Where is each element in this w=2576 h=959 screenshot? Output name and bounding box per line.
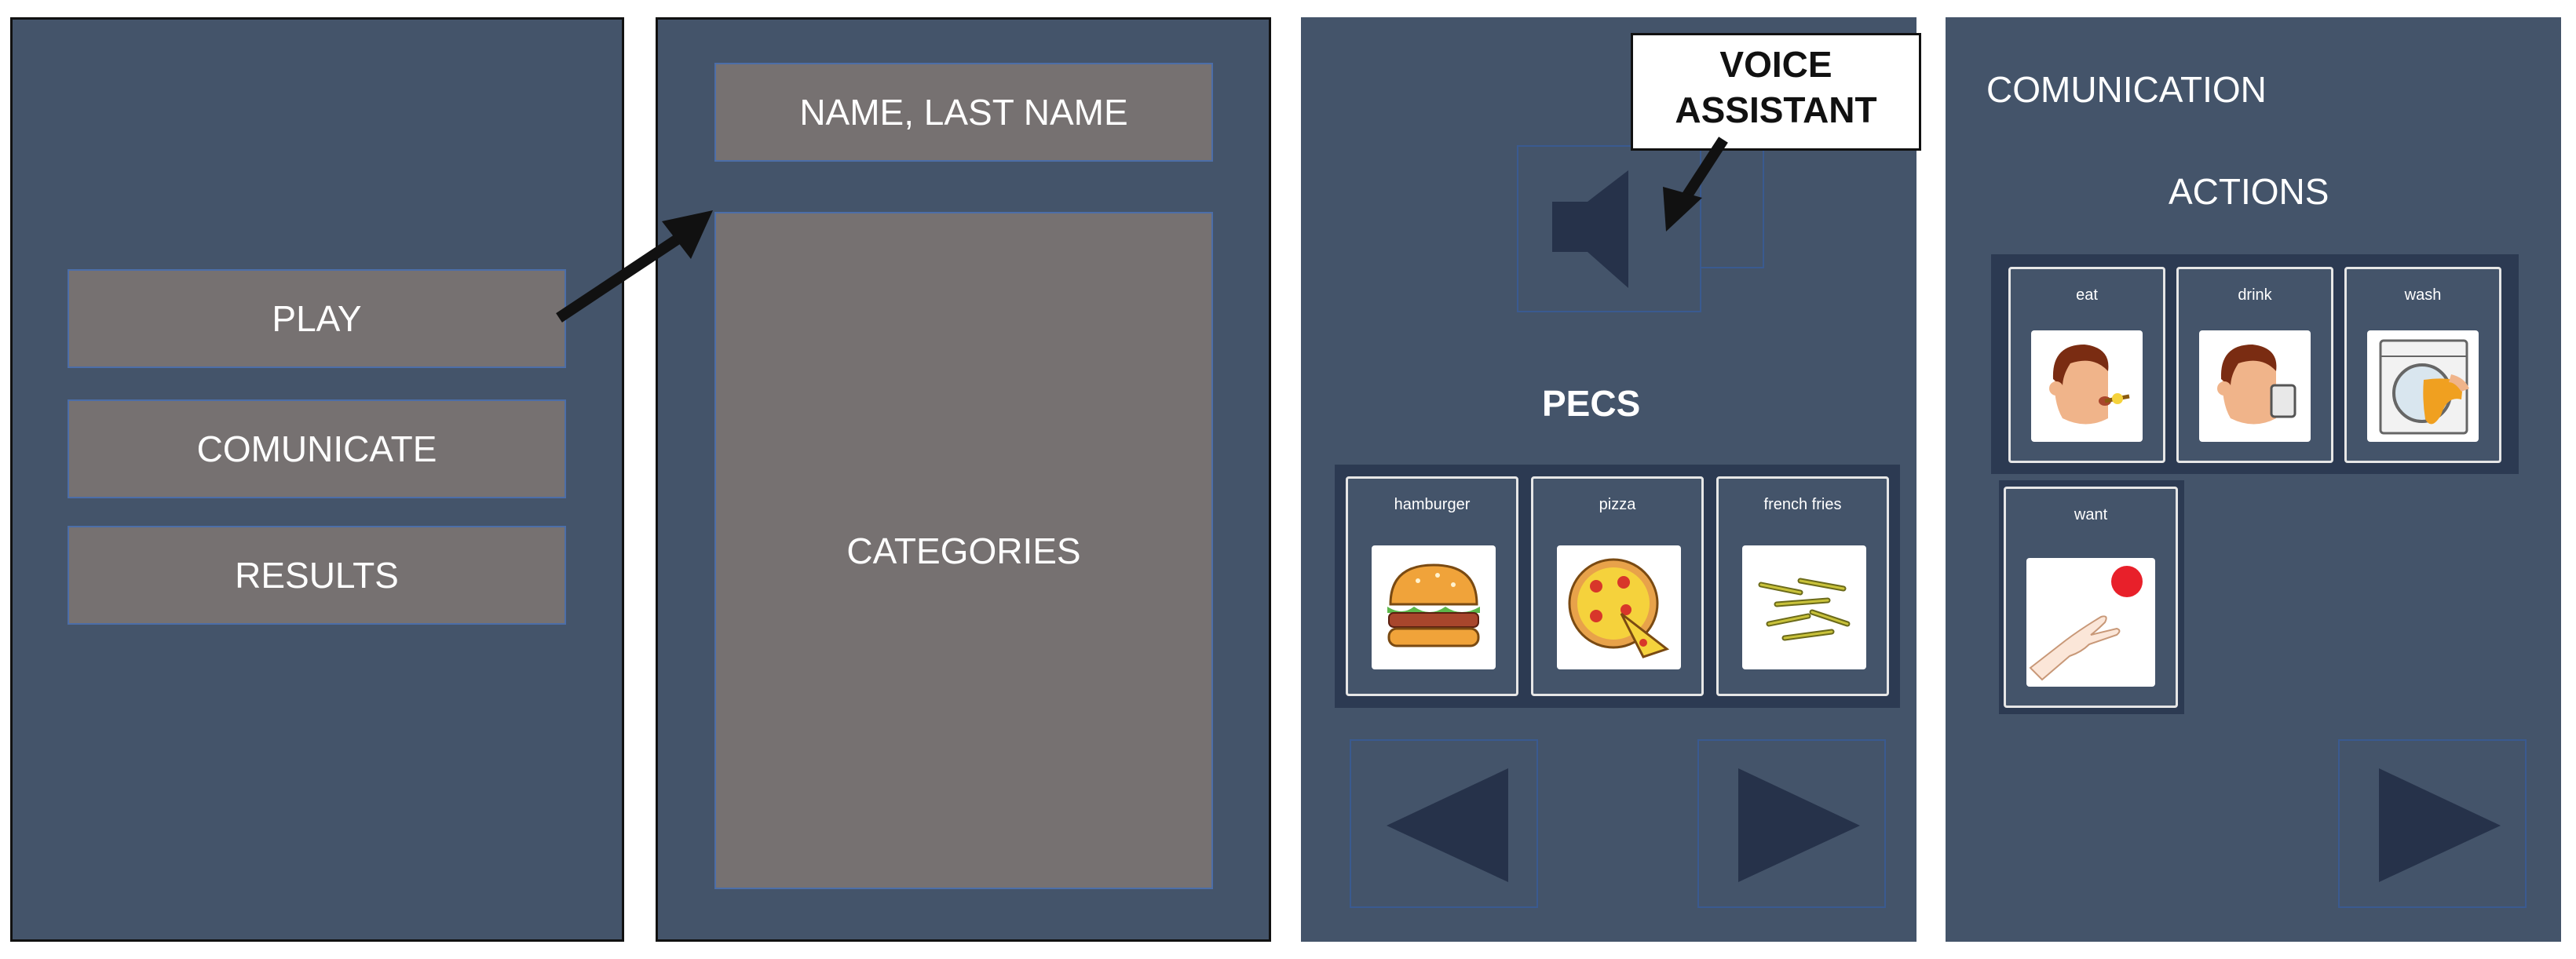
callout-line-1: VOICE [1719,44,1832,85]
action-card-drink[interactable]: drink [2176,267,2333,463]
screen-pecs: PECS hamburger pizza [1301,17,1916,942]
categories-panel[interactable]: CATEGORIES [714,212,1213,889]
arrow-left-icon [1387,768,1508,882]
card-label: hamburger [1394,496,1471,513]
name-field[interactable]: NAME, LAST NAME [714,63,1213,162]
action-card-wash[interactable]: wash [2344,267,2501,463]
prev-button[interactable] [1350,739,1538,908]
actions-subtitle: ACTIONS [2169,171,2329,212]
pecs-title: PECS [1542,383,1641,424]
french-fries-icon [1758,578,1851,641]
card-image [2199,330,2311,442]
card-label: drink [2238,286,2272,304]
pizza-icon [1568,558,1670,658]
pecs-card-pizza[interactable]: pizza [1531,476,1704,696]
wash-icon [2379,339,2469,435]
play-button[interactable]: PLAY [68,269,566,368]
actions-card-strip: eat drink [1991,254,2519,474]
card-label: want [2074,506,2108,523]
want-icon [2029,566,2143,681]
card-label: french fries [1763,496,1842,513]
card-image [1372,545,1496,669]
pecs-card-french-fries[interactable]: french fries [1716,476,1889,696]
arrow-right-icon [1738,768,1860,882]
arrow-right-icon [2379,768,2501,882]
action-card-eat[interactable]: eat [2008,267,2165,463]
voice-assistant-button[interactable] [1517,145,1701,312]
next-button[interactable] [2338,739,2527,908]
screen-profile: NAME, LAST NAME CATEGORIES [656,17,1271,942]
voice-assistant-callout: VOICE ASSISTANT [1631,33,1921,151]
card-label: wash [2404,286,2442,304]
card-image [2026,558,2155,687]
card-image [2367,330,2479,442]
screen-main-menu: PLAY COMUNICATE RESULTS [10,17,624,942]
results-button[interactable]: RESULTS [68,526,566,625]
communication-title: COMUNICATION [1986,69,2267,110]
card-image [1557,545,1681,669]
card-image [1742,545,1866,669]
drink-icon [2217,345,2296,425]
want-card-strip: want [1999,480,2184,714]
callout-line-2: ASSISTANT [1675,89,1877,130]
card-label: eat [2076,286,2098,304]
card-image [2031,330,2143,442]
screen-communication: COMUNICATION ACTIONS eat drink [1946,17,2561,942]
card-label: pizza [1599,496,1636,513]
action-card-want[interactable]: want [2004,487,2178,708]
eat-icon [2049,345,2130,425]
hamburger-icon [1387,563,1480,647]
comunicate-button[interactable]: COMUNICATE [68,399,566,498]
speaker-icon [1552,170,1628,288]
next-button[interactable] [1697,739,1886,908]
pecs-card-strip: hamburger pizza [1335,465,1900,708]
pecs-card-hamburger[interactable]: hamburger [1346,476,1518,696]
